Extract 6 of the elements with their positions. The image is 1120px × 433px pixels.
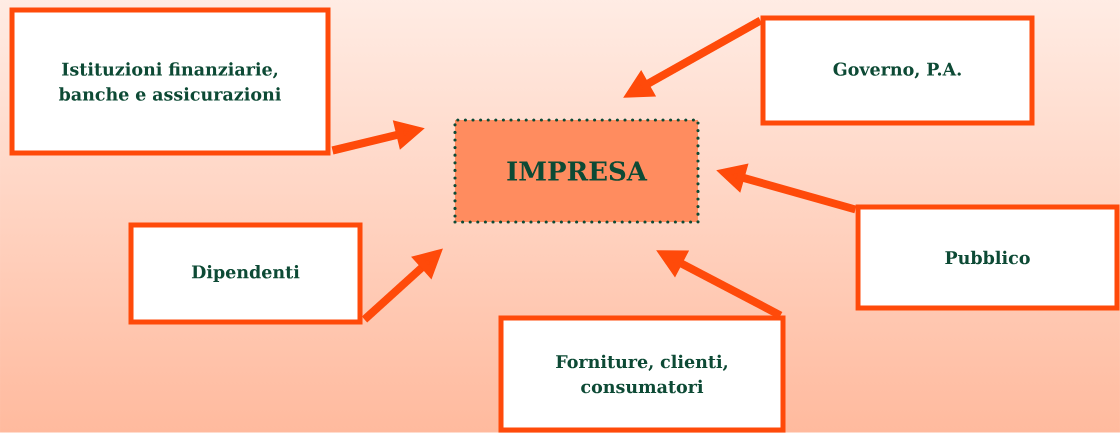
stakeholder-box: Dipendenti	[128, 222, 363, 325]
stakeholder-box: Istituzioni finanziarie, banche e assicurazioni	[9, 7, 331, 156]
company-box: IMPRESA	[453, 118, 700, 224]
stakeholder-box: Governo, P.A.	[760, 15, 1035, 126]
stakeholder-box: Forniture, clienti, consumatori	[498, 315, 786, 433]
stakeholder-box: Pubblico	[855, 204, 1120, 311]
